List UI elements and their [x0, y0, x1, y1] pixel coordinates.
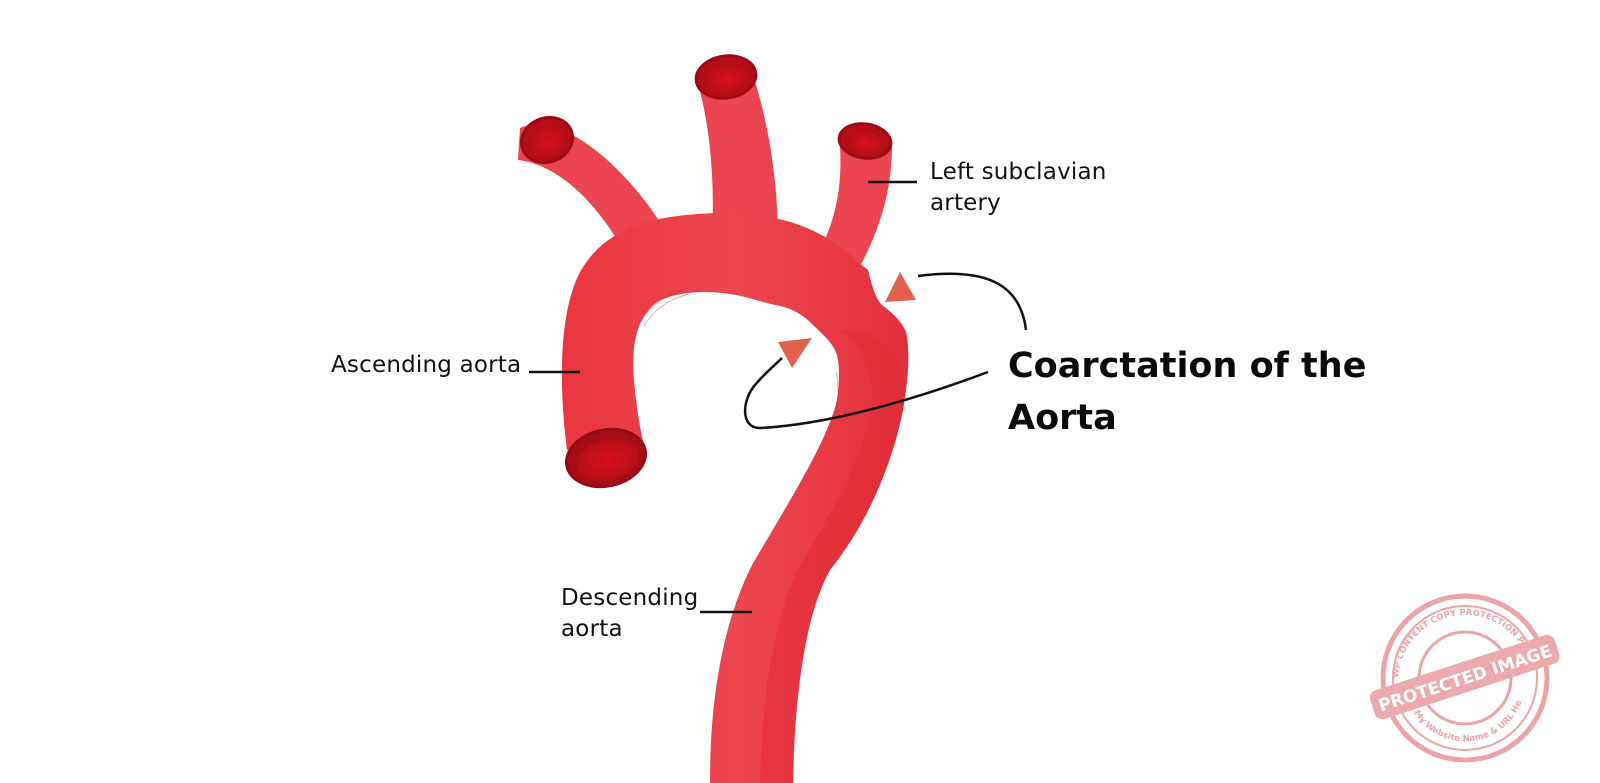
- label-left-subclavian-artery: Left subclavian artery: [930, 157, 1107, 219]
- protected-image-watermark: WP CONTENT COPY PROTECTION PLUGIN My Web…: [1370, 590, 1560, 763]
- diagram-title: Coarctation of the Aorta: [1008, 340, 1366, 444]
- brachiocephalic-artery: [518, 115, 665, 262]
- label-ascending-aorta: Ascending aorta: [331, 352, 522, 378]
- label-left-subclavian-line2: artery: [930, 190, 1001, 216]
- label-left-subclavian-line1: Left subclavian: [930, 159, 1107, 185]
- leader-coarctation-upper: [917, 272, 1028, 331]
- title-line1: Coarctation of the: [1008, 346, 1367, 386]
- title-line2: Aorta: [1008, 398, 1117, 438]
- ascending-aorta-opening: [564, 427, 648, 489]
- label-descending-aorta: Descending aorta: [561, 583, 698, 645]
- label-descending-line2: aorta: [561, 616, 623, 642]
- coarctation-arrow-lower: [778, 338, 812, 368]
- left-common-carotid-artery: [694, 54, 778, 240]
- leader-coarctation-lower: [743, 357, 989, 430]
- left-subclavian-artery: [820, 122, 893, 270]
- coarctation-arrow-upper: [885, 272, 916, 302]
- label-descending-line1: Descending: [561, 585, 699, 611]
